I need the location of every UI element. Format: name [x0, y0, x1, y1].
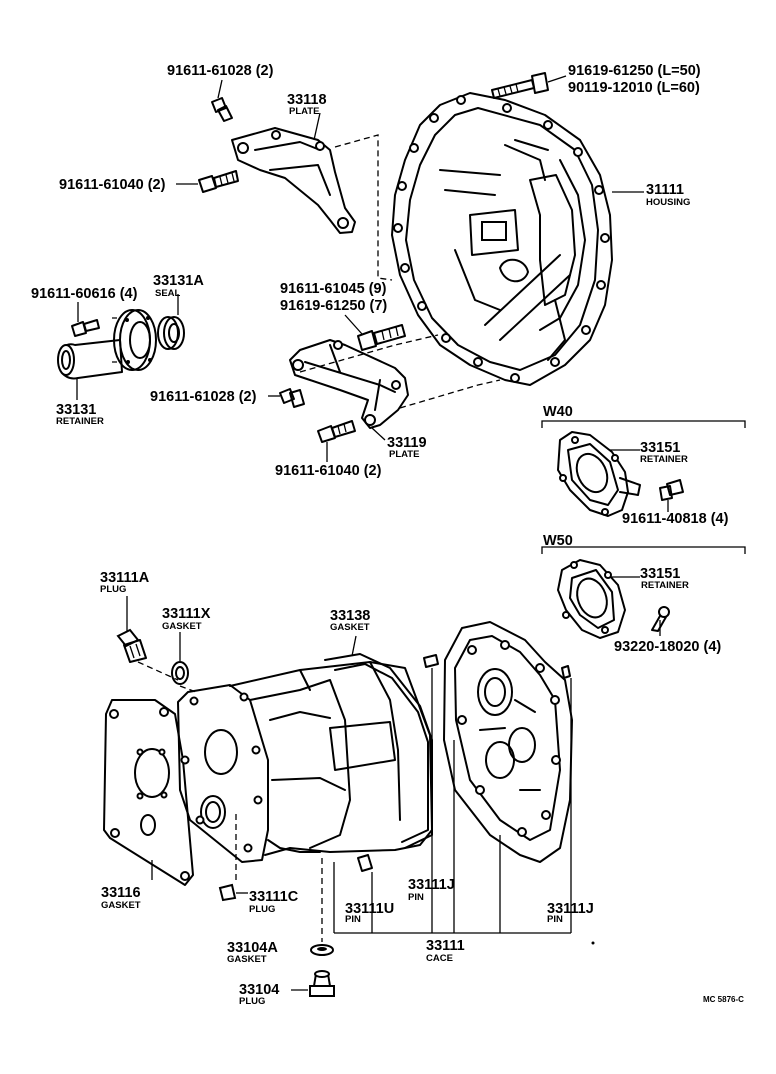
seal-33131a	[157, 316, 185, 350]
callout-33131a: 33131A	[153, 273, 204, 289]
callout-33111x-name: GASKET	[162, 621, 202, 632]
w40-bracket	[541, 420, 746, 428]
transmission-case	[177, 661, 433, 863]
callout-33111j-mid: 33111J	[408, 877, 455, 893]
gasket-33116	[103, 699, 194, 886]
callout-33119-name: PLATE	[389, 449, 419, 460]
bolt-91611-61045	[357, 324, 406, 351]
plug-33111c	[218, 883, 237, 902]
callout-33131-name: RETAINER	[56, 416, 104, 427]
pin-33111j-top	[423, 654, 439, 668]
callout-33111c-name: PLUG	[249, 904, 275, 915]
callout-93220-18020: 93220-18020 (4)	[614, 639, 721, 655]
case-leader-bracket	[333, 668, 572, 934]
callout-33104a-name: GASKET	[227, 954, 267, 965]
plate-33119	[289, 339, 409, 429]
callout-91611-61045: 91611-61045 (9)	[280, 281, 387, 297]
pin-33111u	[357, 854, 373, 872]
bolt-91611-61028-mid	[279, 388, 305, 408]
bolt-91611-60616	[71, 319, 100, 337]
callout-labels: 91611-61028 (2) 33118 PLATE 91619-61250 …	[31, 63, 744, 1007]
bolt-91611-61040-bot	[317, 420, 356, 443]
callout-33111a: 33111A	[100, 570, 150, 586]
plate-33118	[231, 127, 356, 234]
callout-33104-name: PLUG	[239, 996, 265, 1007]
callout-33111x: 33111X	[162, 606, 211, 622]
callout-33111u-name: PIN	[345, 914, 361, 925]
retainer-33151-w40	[557, 431, 641, 517]
callout-w40: W40	[543, 404, 573, 420]
callout-91611-40818: 91611-40818 (4)	[622, 511, 729, 527]
callout-33104a: 33104A	[227, 940, 278, 956]
callout-33116: 33116	[101, 885, 141, 901]
callout-33111a-name: PLUG	[100, 584, 126, 595]
callout-91611-61028-mid: 91611-61028 (2)	[150, 389, 257, 405]
retainer-33131	[57, 309, 157, 380]
bearing-retainer-plate	[443, 621, 573, 863]
callout-33118-name: PLATE	[289, 106, 319, 117]
callout-91611-61040-bot: 91611-61040 (2)	[275, 463, 382, 479]
bolt-91611-61028-top	[211, 97, 233, 122]
callout-33151-w40: 33151	[640, 440, 680, 456]
callout-90119-12010-l60: 90119-12010 (L=60)	[568, 80, 700, 96]
clutch-housing	[391, 92, 613, 386]
callout-33111: 33111	[426, 938, 465, 954]
gasket-33138	[324, 653, 433, 849]
callout-33131a-name: SEAL	[155, 288, 181, 299]
drawing-code: MC 5876-C	[703, 995, 744, 1004]
retainer-33151-w50	[557, 559, 626, 639]
callout-33151-w50-name: RETAINER	[641, 580, 689, 591]
callout-33111j-right: 33111J	[547, 901, 594, 917]
callout-w50: W50	[543, 533, 573, 549]
callout-33111u: 33111U	[345, 901, 394, 917]
plug-33111a	[116, 628, 147, 663]
bolt-91619-61250-top	[491, 72, 549, 99]
plug-33104	[309, 970, 335, 997]
callout-31111: 31111	[646, 182, 684, 198]
bolt-91611-40818	[659, 479, 684, 501]
bolt-93220-18020	[651, 606, 670, 632]
w50-bracket	[541, 546, 746, 554]
callout-91611-60616: 91611-60616 (4)	[31, 286, 138, 302]
callout-91619-61250-l50: 91619-61250 (L=50)	[568, 63, 701, 79]
callout-33104: 33104	[239, 982, 279, 998]
callout-33151-w50: 33151	[640, 566, 680, 582]
callout-91619-61250-7: 91619-61250 (7)	[280, 298, 387, 314]
callout-33119: 33119	[387, 435, 427, 451]
pin-33111j-right	[561, 665, 571, 679]
callout-33116-name: GASKET	[101, 900, 141, 911]
callout-33111j-mid-name: PIN	[408, 892, 424, 903]
housing-bolt-holes	[393, 95, 610, 383]
callout-91611-61028-top: 91611-61028 (2)	[167, 63, 274, 79]
callout-31111-name: HOUSING	[646, 197, 690, 208]
callout-33138: 33138	[330, 608, 370, 624]
callout-33118: 33118	[287, 92, 327, 108]
callout-33111-name: CACE	[426, 953, 453, 964]
gasket-33111x	[171, 661, 189, 685]
gasket-33104a	[310, 944, 334, 956]
callout-33138-name: GASKET	[330, 622, 370, 633]
callout-33111j-right-name: PIN	[547, 914, 563, 925]
callout-33131: 33131	[56, 402, 96, 418]
bolt-91611-61040-top	[198, 170, 239, 193]
callout-91611-61040-top: 91611-61040 (2)	[59, 177, 166, 193]
callout-33111c: 33111C	[249, 889, 299, 905]
callout-33151-w40-name: RETAINER	[640, 454, 688, 465]
